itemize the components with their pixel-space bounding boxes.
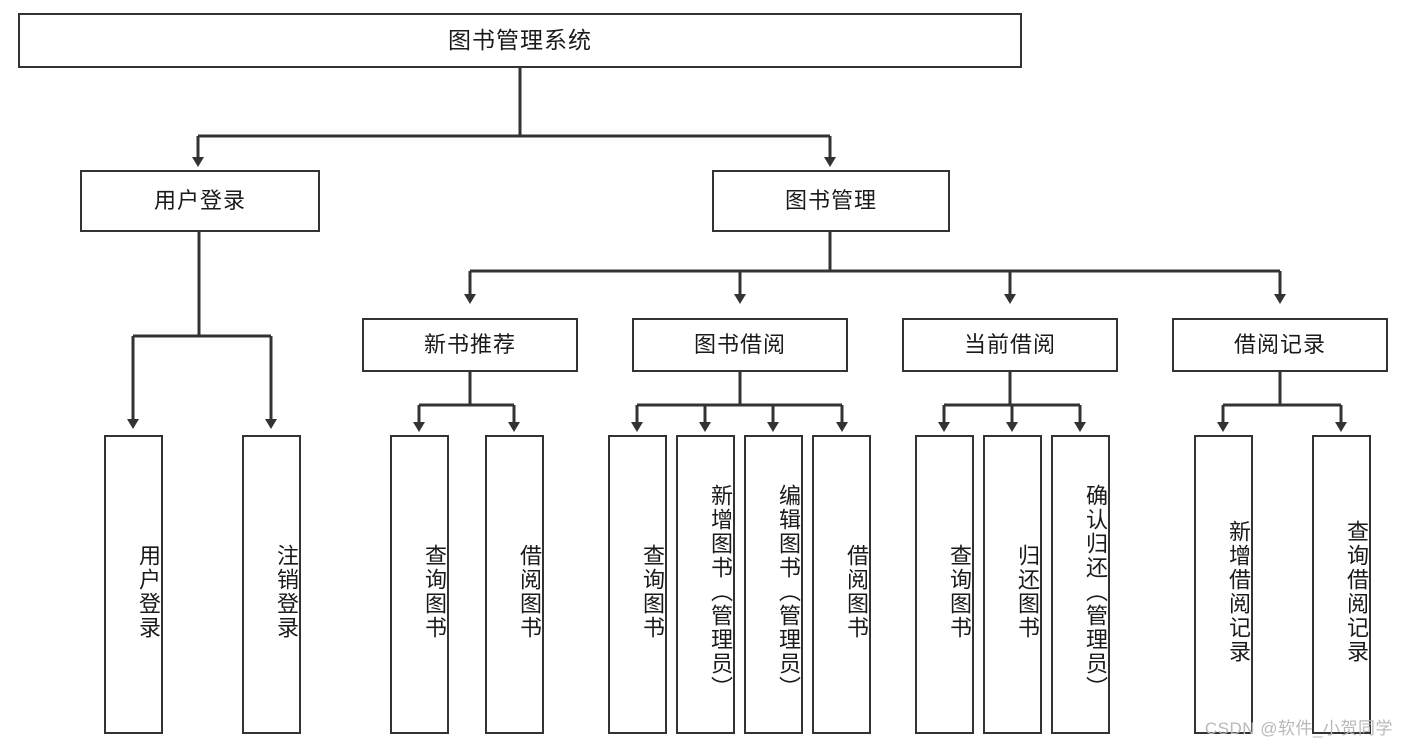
node-label: 注销登录 [274,543,299,640]
node-label: 借阅图书 [844,543,869,640]
node-leaf-query-borrow-record[interactable]: 查询借阅记录 [1312,435,1371,734]
node-label: 图书借阅 [693,332,786,358]
node-new-book-recommend[interactable]: 新书推荐 [362,318,578,372]
node-label: 图书管理 [784,188,877,214]
node-label: 用户登录 [153,188,246,214]
node-leaf-query-book-current[interactable]: 查询图书 [915,435,974,734]
node-label: 用户登录 [136,543,161,640]
node-current-borrow[interactable]: 当前借阅 [902,318,1118,372]
node-label: 新书推荐 [423,332,516,358]
node-leaf-query-book-borrow[interactable]: 查询图书 [608,435,667,734]
node-label: 借阅记录 [1233,332,1326,358]
node-label: 借阅图书 [517,543,542,640]
node-root-book-management-system[interactable]: 图书管理系统 [18,13,1022,68]
node-book-borrow[interactable]: 图书借阅 [632,318,848,372]
node-leaf-user-logout[interactable]: 注销登录 [242,435,301,734]
node-label: 查询借阅记录 [1344,519,1369,664]
node-leaf-borrow-book[interactable]: 借阅图书 [812,435,871,734]
node-book-management[interactable]: 图书管理 [712,170,950,232]
node-label: 新增借阅记录 [1226,519,1251,664]
node-label: 查询图书 [947,543,972,640]
node-label: 编辑图书（管理员） [776,483,801,700]
node-label: 新增图书（管理员） [708,483,733,700]
node-label: 图书管理系统 [448,26,592,53]
node-label: 查询图书 [640,543,665,640]
node-leaf-query-book-recommend[interactable]: 查询图书 [390,435,449,734]
node-label: 确认归还（管理员） [1083,483,1108,700]
node-borrow-record[interactable]: 借阅记录 [1172,318,1388,372]
node-leaf-user-login[interactable]: 用户登录 [104,435,163,734]
node-label: 归还图书 [1015,543,1040,640]
watermark: CSDN @软件_小贺同学 [1204,719,1393,738]
node-leaf-confirm-return-admin[interactable]: 确认归还（管理员） [1051,435,1110,734]
node-leaf-add-book-admin[interactable]: 新增图书（管理员） [676,435,735,734]
node-leaf-edit-book-admin[interactable]: 编辑图书（管理员） [744,435,803,734]
node-leaf-return-book[interactable]: 归还图书 [983,435,1042,734]
node-leaf-add-borrow-record[interactable]: 新增借阅记录 [1194,435,1253,734]
node-user-login[interactable]: 用户登录 [80,170,320,232]
node-label: 当前借阅 [963,332,1056,358]
node-leaf-borrow-book-recommend[interactable]: 借阅图书 [485,435,544,734]
node-label: 查询图书 [422,543,447,640]
